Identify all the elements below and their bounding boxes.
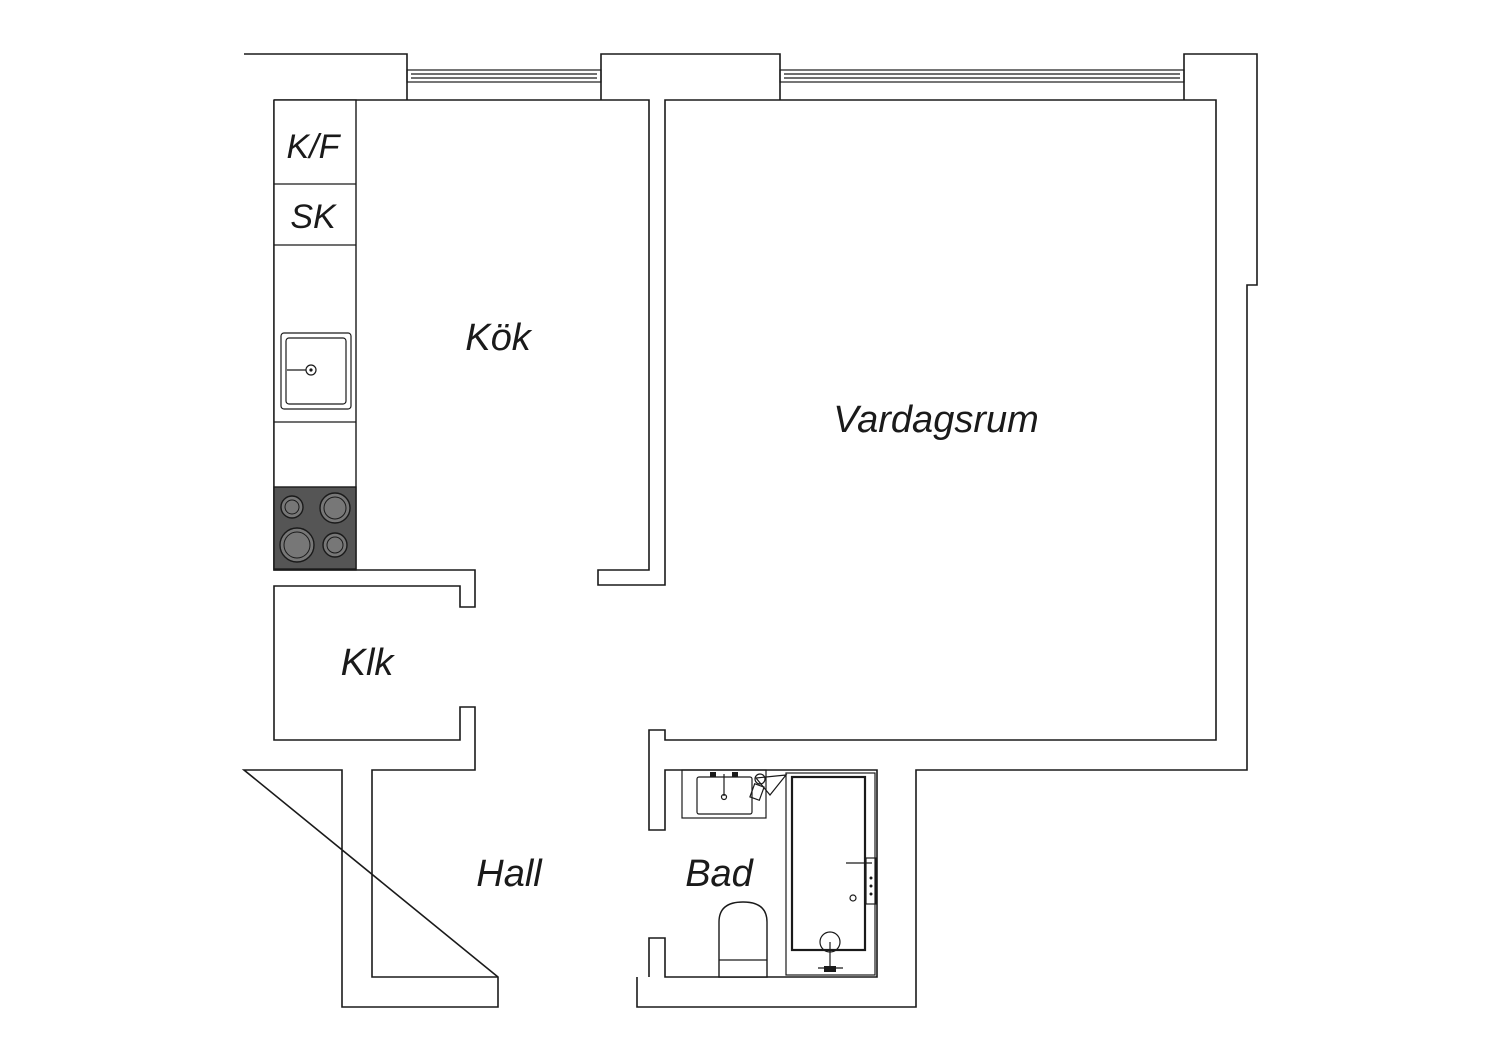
room-label-kitchen: Kök bbox=[465, 317, 532, 359]
toilet-icon bbox=[718, 901, 768, 978]
bathroom-sink-icon bbox=[681, 769, 767, 819]
kitchen-sink-icon bbox=[280, 332, 352, 410]
fridge-freezer-label: K/F bbox=[287, 128, 342, 166]
stove-icon bbox=[273, 486, 357, 570]
kitchen-left-wall bbox=[273, 100, 498, 978]
room-label-hall: Hall bbox=[476, 853, 543, 895]
outer-wall-outline bbox=[241, 53, 1258, 1008]
room-label-closet: Klk bbox=[341, 642, 396, 684]
room-label-living-room: Vardagsrum bbox=[833, 399, 1039, 441]
room-label-bathroom: Bad bbox=[685, 853, 754, 895]
cabinet-label: SK bbox=[290, 198, 337, 236]
window-kitchen bbox=[406, 69, 602, 83]
kitchen-inner-wall bbox=[274, 99, 1217, 978]
window-living-room bbox=[779, 69, 1185, 83]
bathtub-icon bbox=[785, 772, 877, 976]
shower-head-icon bbox=[749, 773, 788, 802]
